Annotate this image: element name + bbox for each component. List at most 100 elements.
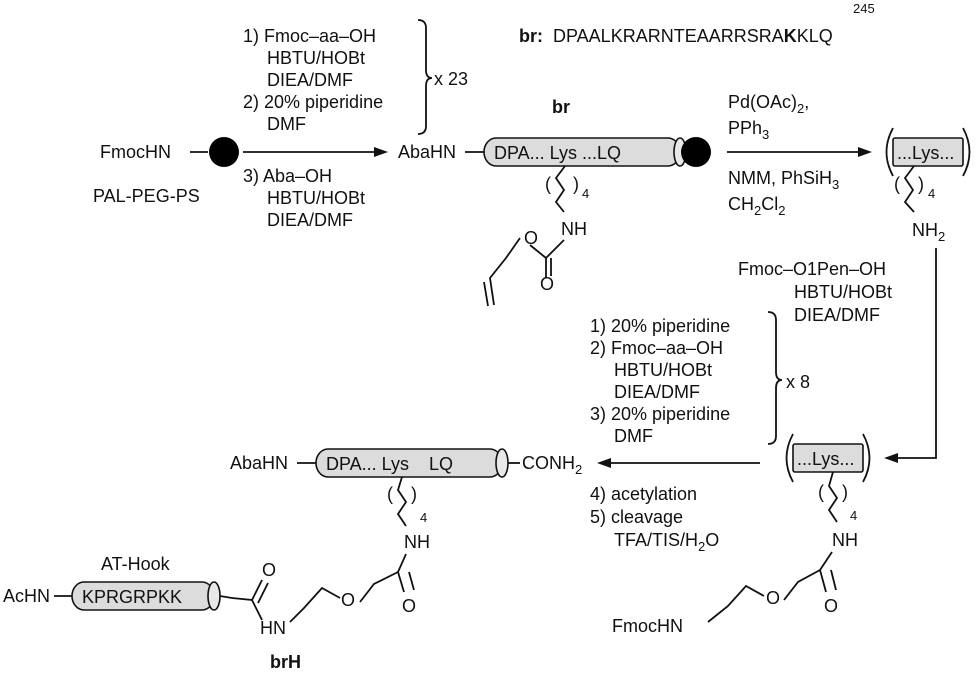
peptide1-allyl — [489, 237, 521, 306]
start-fmochn: FmocHN — [100, 142, 171, 162]
sequence-highlight: K — [784, 26, 797, 46]
product-o-athook: O — [262, 560, 276, 580]
intermediate2-ch2 — [783, 569, 821, 601]
intermediate2-nh: NH — [832, 530, 858, 550]
step1-line6: 3) Aba–OH — [243, 166, 332, 186]
peptide1-paren-close: ) — [573, 174, 579, 194]
product-amide-bond — [397, 553, 407, 593]
step1-line8: DIEA/DMF — [267, 210, 353, 230]
product-name: brH — [270, 652, 301, 672]
start-resin-label: PAL-PEG-PS — [93, 186, 200, 206]
athook-cylinder-cap — [207, 581, 221, 611]
intermediate2-right-bracket — [862, 433, 871, 483]
peptide1-nh: NH — [561, 219, 587, 239]
peptide1-nterm: AbaHN — [398, 142, 456, 162]
step2-arrowhead — [858, 147, 872, 157]
peptide1-paren-open: ( — [545, 174, 551, 194]
product-nh: NH — [404, 532, 430, 552]
step3-arrowhead — [884, 453, 898, 463]
step3-conditions: Fmoc–O1Pen–OH HBTU/HOBt DIEA/DMF — [738, 248, 937, 463]
step4-line2: 2) Fmoc–aa–OH — [590, 338, 723, 358]
intermediate1-cylinder — [892, 137, 964, 167]
intermediate1-chain-n: 4 — [928, 186, 935, 201]
step1-repeat: x 23 — [434, 69, 468, 89]
product-ethyl — [289, 586, 341, 623]
peptide1-ester-bond — [529, 244, 547, 259]
residue-number: 245 — [853, 1, 875, 16]
product-brh: AbaHN DPA... Lys LQ CONH2 ( ) 4 NH O O H… — [3, 448, 582, 672]
step3-line2: HBTU/HOBt — [794, 282, 892, 302]
product-inner: DPA... Lys LQ — [326, 454, 453, 474]
step4-line6: DMF — [614, 426, 653, 446]
peptide1-sidechain — [554, 165, 566, 213]
product-athook-carbonyl-double — [257, 582, 269, 604]
intermediate1-sidechain — [903, 165, 915, 213]
step2-line1: Pd(OAc)2, — [728, 92, 809, 116]
step4-line3: HBTU/HOBt — [614, 360, 712, 380]
resin-bead-icon — [209, 137, 239, 167]
sequence-line: br: DPAALKRARNTEAARRSRAKKLQ — [519, 26, 833, 46]
step2-conditions: Pd(OAc)2, PPh3 NMM, PhSiH3 CH2Cl2 — [727, 92, 872, 218]
product-athook-carbonyl — [251, 579, 263, 601]
intermediate1-paren-open: ( — [894, 174, 900, 194]
step1-line5: DMF — [267, 114, 306, 134]
sequence-after: KLQ — [797, 26, 833, 46]
intermediate2-sidechain — [827, 471, 839, 523]
intermediate2-chain-n: 4 — [850, 508, 857, 523]
intermediate2-paren-close: ) — [842, 482, 848, 502]
step1-line2: HBTU/HOBt — [267, 48, 365, 68]
product-paren-open: ( — [387, 484, 393, 504]
step4-line8: 5) cleavage — [590, 507, 683, 527]
product-chain-n: 4 — [420, 510, 427, 525]
step1-line7: HBTU/HOBt — [267, 188, 365, 208]
intermediate2-paren-open: ( — [818, 482, 824, 502]
intermediate2-left-bracket — [785, 433, 794, 483]
step4-line4: DIEA/DMF — [614, 382, 700, 402]
step3-arrow — [898, 248, 937, 459]
intermediate-o1pen: ...Lys... ( ) 4 NH O O FmocHN — [612, 433, 871, 636]
product-paren-close: ) — [411, 484, 417, 504]
intermediate2-ethyl — [707, 584, 765, 623]
peptide1-o-ester: O — [524, 228, 538, 248]
product-cterm: CONH2 — [522, 453, 582, 477]
step1-line1: 1) Fmoc–aa–OH — [243, 26, 376, 46]
sequence-header: 245 br: DPAALKRARNTEAARRSRAKKLQ — [519, 1, 875, 46]
step3-line1: Fmoc–O1Pen–OH — [738, 259, 886, 279]
peptide1-inner: DPA... Lys ...LQ — [494, 143, 621, 163]
step4-line5: 3) 20% piperidine — [590, 404, 730, 424]
product-o-ether: O — [341, 590, 355, 610]
step2-line4: CH2Cl2 — [728, 194, 785, 218]
peptide1-carbamate-bond — [545, 239, 565, 278]
peptide-br-resin: br AbaHN DPA... Lys ...LQ ( ) 4 NH O O — [398, 97, 711, 307]
peptide1-o-carbonyl: O — [540, 274, 554, 294]
product-o-carbonyl: O — [402, 596, 416, 616]
step1-arrowhead — [374, 147, 388, 157]
intermediate1-left-bracket — [885, 127, 894, 177]
step4-line9: TFA/TIS/H2O — [614, 530, 719, 554]
intermediate2-o-ether: O — [766, 588, 780, 608]
intermediate2-amide-bond — [819, 551, 833, 593]
step4-line1: 1) 20% piperidine — [590, 316, 730, 336]
step2-line3: NMM, PhSiH3 — [728, 168, 839, 192]
peptide1-chain-n: 4 — [582, 186, 589, 201]
resin-bead-icon — [681, 137, 711, 167]
intermediate1-amine: NH2 — [912, 220, 945, 244]
athook-label: AT-Hook — [101, 554, 171, 574]
step1-conditions: 1) Fmoc–aa–OH HBTU/HOBt DIEA/DMF 2) 20% … — [243, 19, 468, 230]
sequence-label: br: — [519, 26, 543, 46]
product-athook-amide-bond — [231, 597, 263, 621]
start-resin: FmocHN PAL-PEG-PS — [93, 137, 239, 206]
intermediate2-fmoc: FmocHN — [612, 616, 683, 636]
athook-cbond — [219, 595, 233, 599]
peptide1-allyl-double — [483, 281, 489, 307]
step4-line7: 4) acetylation — [590, 484, 697, 504]
intermediate2-cylinder — [792, 443, 864, 473]
product-cylinder-cap — [495, 448, 509, 478]
step4-conditions: 1) 20% piperidine 2) Fmoc–aa–OH HBTU/HOB… — [590, 311, 810, 554]
step2-line2: PPh3 — [728, 118, 769, 142]
product-ch2 — [359, 571, 399, 603]
intermediate2-o-carbonyl: O — [824, 596, 838, 616]
step4-brace — [767, 311, 783, 445]
intermediate1-paren-close: ) — [918, 174, 924, 194]
product-hn: HN — [260, 618, 286, 638]
